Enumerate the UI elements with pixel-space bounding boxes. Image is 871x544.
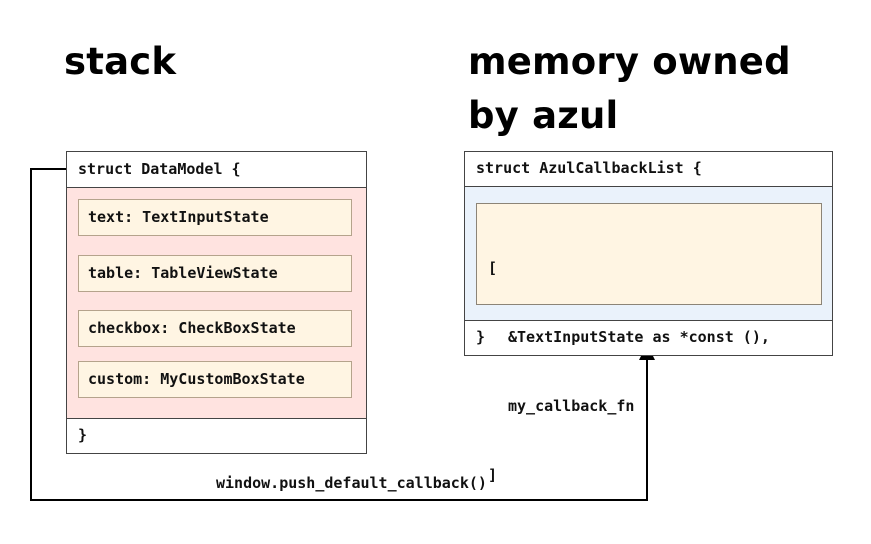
callback-list-array: [ &TextInputState as *const (), my_callb… — [476, 203, 822, 484]
memory-heading-line-2: by azul — [468, 94, 619, 137]
field-checkbox: checkbox: CheckBoxState — [78, 310, 352, 347]
memory-heading-line-1: memory owned — [468, 40, 791, 83]
connector-line — [30, 168, 648, 501]
field-table: table: TableViewState — [78, 255, 352, 292]
array-entry-state-pointer: &TextInputState as *const (), — [508, 328, 770, 346]
data-model-fields-area: text: TextInputState table: TableViewSta… — [67, 187, 366, 419]
callback-list-box: struct AzulCallbackList { [ &TextInputSt… — [464, 151, 833, 484]
field-custom: custom: MyCustomBoxState — [78, 361, 352, 398]
stack-heading: stack — [64, 40, 177, 83]
data-model-box: struct DataModel { text: TextInputState … — [66, 151, 367, 454]
callback-list-header: struct AzulCallbackList { — [476, 159, 702, 177]
data-model-header: struct DataModel { — [78, 160, 241, 178]
array-close-bracket: ] — [488, 466, 498, 484]
array-entry-callback-fn: my_callback_fn — [508, 397, 635, 415]
field-text: text: TextInputState — [78, 199, 352, 236]
callback-list-footer: } — [476, 328, 486, 346]
arrow-label: window.push_default_callback() — [216, 474, 487, 492]
callback-list-body: [ &TextInputState as *const (), my_callb… — [465, 186, 832, 484]
data-model-footer: } — [78, 426, 88, 444]
array-open-bracket: [ — [488, 259, 498, 277]
